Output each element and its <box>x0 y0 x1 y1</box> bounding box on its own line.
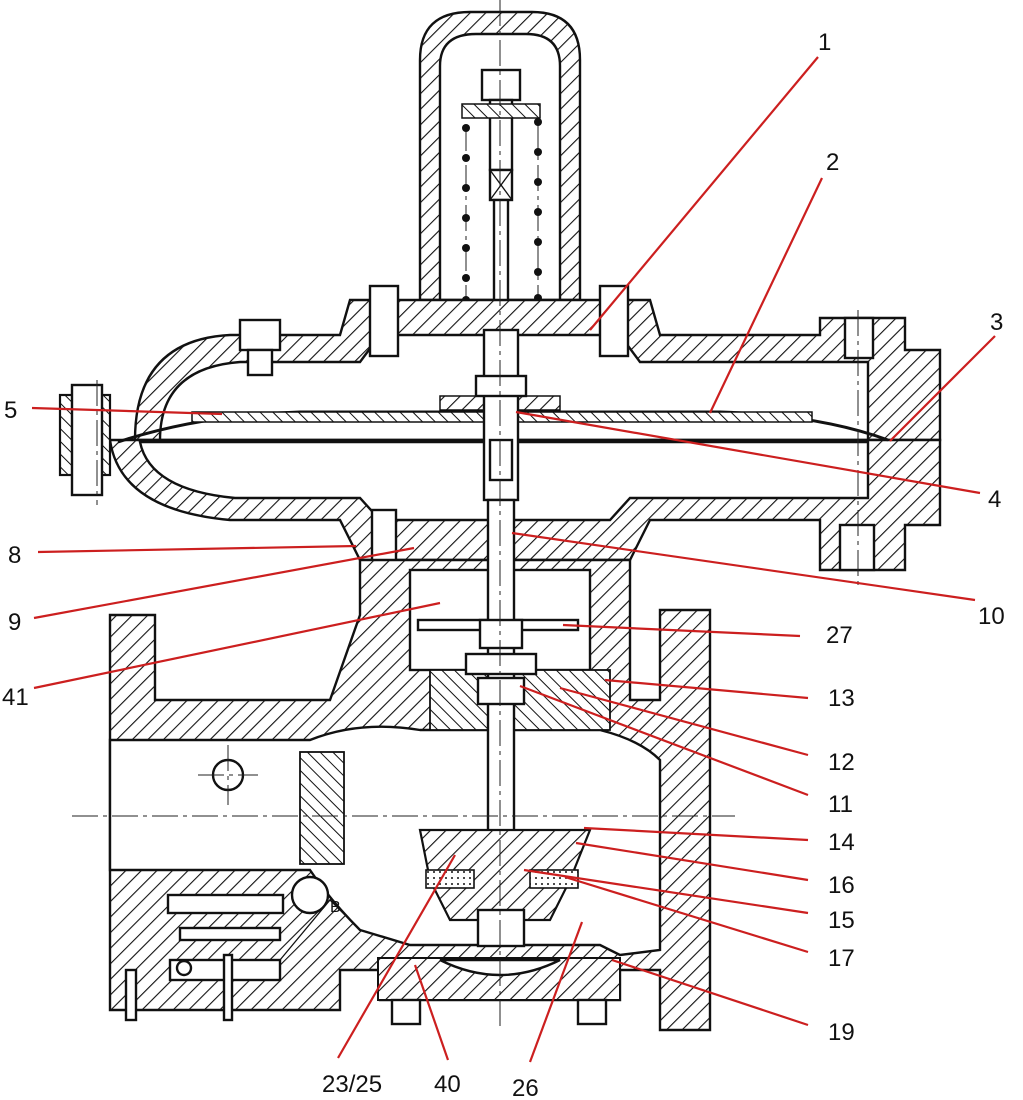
leader-15 <box>523 868 809 915</box>
label-19: 19 <box>828 1019 855 1046</box>
leader-9 <box>33 546 415 620</box>
label-40: 40 <box>434 1071 461 1098</box>
leader-1 <box>589 56 819 331</box>
label-15: 15 <box>828 907 855 934</box>
label-27: 27 <box>826 622 853 649</box>
leader-3 <box>889 335 996 442</box>
leader-40 <box>413 964 450 1061</box>
label-41: 41 <box>2 684 29 711</box>
leader-12 <box>559 686 809 757</box>
leader-16 <box>575 841 809 882</box>
leader-4 <box>515 410 981 495</box>
leader-10 <box>511 531 976 602</box>
label-5: 5 <box>4 397 17 424</box>
leader-14 <box>583 826 809 842</box>
leader-lines <box>31 56 996 1063</box>
label-b: B <box>330 899 341 916</box>
valve-body <box>108 498 712 1032</box>
label-8: 8 <box>8 542 21 569</box>
label-2: 2 <box>826 149 839 176</box>
leader-23-25 <box>337 854 456 1059</box>
label-4: 4 <box>988 486 1001 513</box>
leader-27 <box>562 623 801 638</box>
label-10: 10 <box>978 603 1005 630</box>
leader-13 <box>604 678 809 700</box>
leader-8 <box>37 544 357 554</box>
label-9: 9 <box>8 609 21 636</box>
leader-19 <box>611 958 809 1027</box>
leader-11 <box>519 684 809 797</box>
spring-bonnet <box>418 10 582 322</box>
leader-5 <box>31 406 223 416</box>
label-14: 14 <box>828 829 855 856</box>
label-26: 26 <box>512 1075 539 1100</box>
label-17: 17 <box>828 945 855 972</box>
spring-coils <box>462 118 542 305</box>
label-16: 16 <box>828 872 855 899</box>
leader-17 <box>564 875 809 954</box>
label-11: 11 <box>828 791 853 818</box>
label-12: 12 <box>828 749 855 776</box>
leader-41 <box>33 601 441 690</box>
label-3: 3 <box>990 309 1003 336</box>
leader-2 <box>709 177 823 414</box>
label-1: 1 <box>818 29 831 56</box>
label-13: 13 <box>828 685 855 712</box>
leader-26 <box>528 921 584 1063</box>
center-lines <box>72 0 859 1030</box>
callout-labels: 1 2 3 4 5 8 9 10 27 41 13 12 11 14 16 15… <box>2 29 1005 1100</box>
label-23-25: 23/25 <box>322 1071 382 1098</box>
